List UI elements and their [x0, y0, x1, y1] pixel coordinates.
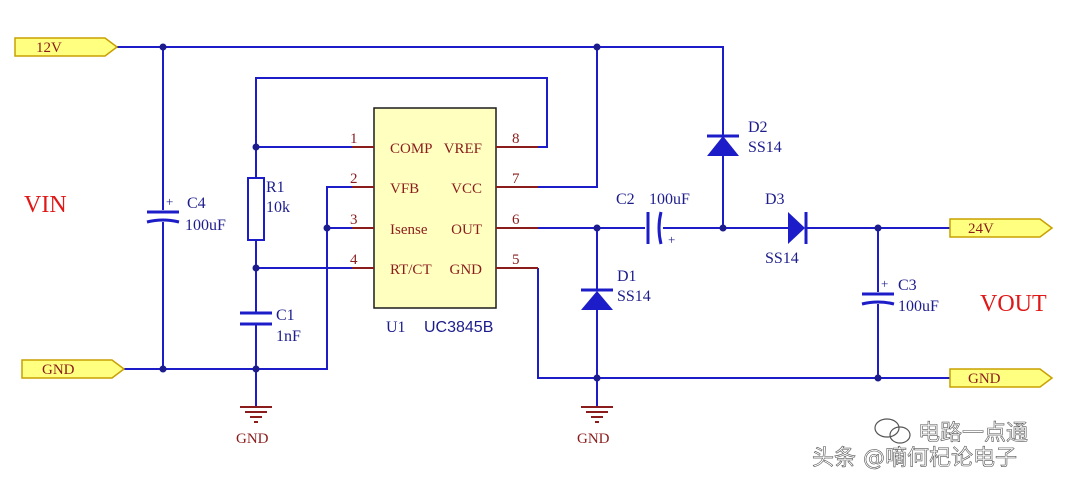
capacitor-c3[interactable]: + C3 100uF: [861, 276, 939, 315]
junction-out-c3: [874, 224, 882, 232]
c2-ref: C2: [616, 191, 635, 208]
watermark-line1: 电路一点通: [918, 421, 1028, 446]
ground-symbol-mid: GND: [577, 406, 613, 447]
ic-pin6-name: OUT: [451, 222, 482, 238]
capacitor-c1[interactable]: C1 1nF: [240, 307, 301, 345]
ground-symbol-left: GND: [236, 406, 272, 447]
c4-ref: C4: [187, 195, 206, 212]
ic-pin4-name: RT/CT: [390, 262, 432, 278]
ic-u1[interactable]: 1 2 3 4 8 7 6 5 COMP VFB Isense RT/CT VR…: [350, 107, 538, 336]
ic-pin3-num: 3: [350, 212, 358, 228]
junction-gnd-c4: [159, 365, 167, 373]
wire-12v-rail: [115, 46, 724, 136]
ic-pin3-name: Isense: [390, 222, 428, 238]
ic-pin8-num: 8: [512, 131, 520, 147]
c3-ref: C3: [898, 277, 917, 294]
junction-gnd-d1: [593, 374, 601, 382]
watermark: 电路一点通 头条 @嘀何杞论电子: [812, 418, 1028, 471]
wire-gnd-left-rail: [120, 186, 352, 370]
port-gnd-out[interactable]: GND: [949, 368, 1054, 388]
ic-pin1-name: COMP: [390, 141, 433, 157]
junction-comp: [252, 143, 260, 151]
wire-vcc: [538, 47, 598, 188]
port-gnd-in-label: GND: [42, 362, 75, 378]
port-12v[interactable]: 12V: [14, 37, 119, 57]
junction-gnd-c3: [874, 374, 882, 382]
capacitor-c4[interactable]: + C4 100uF: [146, 194, 226, 234]
diode-d3[interactable]: D3 SS14: [765, 191, 808, 267]
ic-pin7-name: VCC: [451, 181, 482, 197]
d1-ref: D1: [617, 268, 637, 285]
port-gnd-out-label: GND: [968, 371, 1001, 387]
ground-label-left: GND: [236, 431, 269, 447]
d2-value: SS14: [748, 139, 782, 156]
r1-ref: R1: [266, 179, 285, 196]
ic-pin4-num: 4: [350, 252, 358, 268]
junctions: [159, 43, 882, 382]
d3-ref: D3: [765, 191, 785, 208]
ic-designator: U1: [386, 319, 406, 336]
wire-vref-loop: [255, 77, 548, 178]
junction-out-d2: [719, 224, 727, 232]
port-24v[interactable]: 24V: [949, 218, 1054, 238]
junction-isense: [323, 224, 331, 232]
junction-gnd-c1: [252, 365, 260, 373]
diode-d2[interactable]: D2 SS14: [707, 119, 782, 156]
diode-d1[interactable]: D1 SS14: [581, 268, 651, 310]
c1-ref: C1: [276, 307, 295, 324]
ic-pin5-num: 5: [512, 252, 520, 268]
capacitor-c2[interactable]: + C2 100uF: [616, 191, 690, 247]
ic-pin5-name: GND: [450, 262, 483, 278]
net-label-vin: VIN: [24, 192, 67, 218]
d1-value: SS14: [617, 288, 651, 305]
c1-value: 1nF: [276, 328, 301, 345]
r1-value: 10k: [266, 199, 290, 216]
ic-pin2-num: 2: [350, 171, 358, 187]
d3-value: SS14: [765, 250, 799, 267]
c3-value: 100uF: [898, 298, 939, 315]
ic-pin1-num: 1: [350, 131, 358, 147]
junction-12v-vcc: [593, 43, 601, 51]
junction-12v-c4: [159, 43, 167, 51]
ic-part-number: UC3845B: [424, 319, 493, 336]
ic-pin7-num: 7: [512, 171, 520, 187]
net-label-vout: VOUT: [980, 291, 1047, 317]
ic-pin6-num: 6: [512, 212, 520, 228]
svg-text:+: +: [166, 194, 173, 209]
d2-ref: D2: [748, 119, 768, 136]
watermark-logo-icon: [874, 418, 911, 444]
junction-out-d1: [593, 224, 601, 232]
junction-rtct: [252, 264, 260, 272]
port-24v-label: 24V: [968, 221, 994, 237]
ic-pin2-name: VFB: [390, 181, 419, 197]
wire-gnd-right-rail: [537, 268, 950, 379]
svg-text:+: +: [881, 276, 888, 291]
svg-text:+: +: [668, 232, 675, 247]
resistor-r1[interactable]: R1 10k: [247, 177, 290, 241]
ground-label-mid: GND: [577, 431, 610, 447]
watermark-line2: 头条 @嘀何杞论电子: [812, 446, 1017, 471]
c2-value: 100uF: [649, 191, 690, 208]
c4-value: 100uF: [185, 217, 226, 234]
port-12v-label: 12V: [36, 40, 62, 56]
port-gnd-in[interactable]: GND: [21, 359, 126, 379]
ic-u1-body: [373, 107, 497, 309]
ic-pin8-name: VREF: [444, 141, 482, 157]
